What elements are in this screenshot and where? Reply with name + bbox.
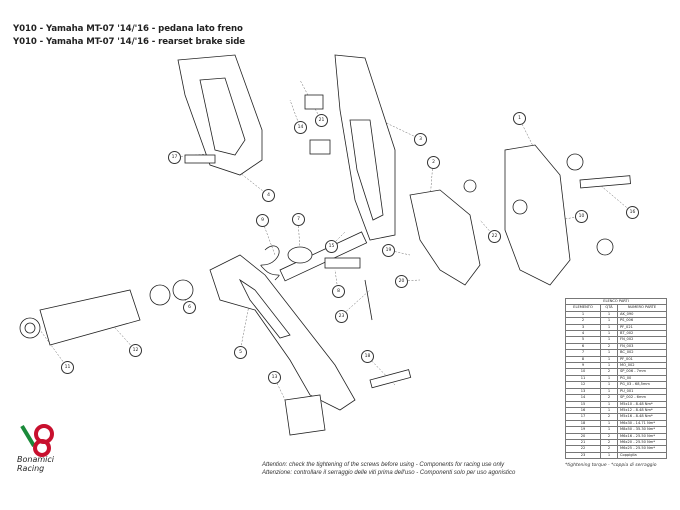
spring bbox=[260, 245, 280, 281]
torque-note: *tightening torque - *coppia di serraggi… bbox=[565, 463, 657, 469]
parts-table-title: ELENCO PARTI bbox=[565, 297, 667, 306]
callout-2: 2 bbox=[427, 156, 440, 169]
callout-16: 16 bbox=[626, 206, 639, 219]
qty-cell: 1 bbox=[600, 451, 618, 460]
callout-14: 14 bbox=[294, 121, 307, 134]
col-part-number: NUMERO PARTE bbox=[617, 304, 667, 312]
attention-en: Attention: check the tightening of the s… bbox=[262, 462, 505, 468]
part-number-cell: M6x20 - 25.50 Nm* bbox=[617, 438, 667, 447]
footpeg bbox=[19, 279, 194, 346]
title-en: Y010 - Yamaha MT-07 '14/'16 - rearset br… bbox=[13, 37, 246, 47]
callout-23: 23 bbox=[335, 310, 348, 323]
part-number-cell: M5x16 - 8.48 Nm* bbox=[617, 413, 667, 421]
callout-15: 15 bbox=[325, 240, 338, 253]
callout-17: 17 bbox=[168, 151, 181, 164]
callout-19: 19 bbox=[382, 244, 395, 257]
callout-13: 13 bbox=[268, 371, 281, 384]
callout-10: 10 bbox=[575, 210, 588, 223]
leader-lines bbox=[39, 79, 633, 411]
callout-22: 22 bbox=[488, 230, 501, 243]
part-number-cell: SP_002 - 6mm bbox=[617, 394, 667, 402]
bonamici-logo bbox=[20, 424, 54, 457]
callout-9: 9 bbox=[256, 214, 269, 227]
logo-line2: Racing bbox=[17, 464, 45, 473]
callout-5: 5 bbox=[234, 346, 247, 359]
part-number-cell: Coppiglia bbox=[617, 451, 667, 460]
element-cell: 23 bbox=[565, 451, 601, 460]
part-number-cell: M5x10 - 8.48 Nm* bbox=[617, 400, 667, 408]
attention-it: Attenzione: controllare il serraggio del… bbox=[262, 469, 516, 476]
part-number-cell: PG_03 - 68,5mm bbox=[617, 381, 667, 389]
callout-1: 1 bbox=[513, 112, 526, 125]
callout-12: 12 bbox=[129, 344, 142, 357]
callout-8: 8 bbox=[332, 285, 345, 298]
callout-11: 11 bbox=[61, 361, 74, 374]
part-number-cell: M6x30 - 14.71 Nm* bbox=[617, 419, 667, 428]
spacers bbox=[463, 153, 614, 256]
callout-7: 7 bbox=[292, 213, 305, 226]
bolts bbox=[184, 94, 631, 389]
attention-notes: Attention: check the tightening of the s… bbox=[262, 462, 554, 477]
callout-21: 21 bbox=[315, 114, 328, 127]
rubber-pedal-tip bbox=[284, 394, 326, 436]
part-number-cell: M6x25 - 25.50 Nm* bbox=[617, 445, 667, 453]
cotter-pin bbox=[364, 279, 373, 321]
callout-6: 6 bbox=[183, 301, 196, 314]
logo-line1: Bonamici bbox=[17, 455, 54, 464]
part-number-cell: SP_006 - 7mm bbox=[617, 368, 667, 376]
callout-18: 18 bbox=[361, 350, 374, 363]
rear-plate bbox=[504, 144, 571, 286]
callout-20: 20 bbox=[395, 275, 408, 288]
middle-plate bbox=[409, 189, 481, 286]
callout-4: 4 bbox=[262, 189, 275, 202]
part-number-cell: M5x12 - 8.48 Nm* bbox=[617, 406, 667, 415]
part-number-cell: M6x16 - 25.50 Nm* bbox=[617, 432, 667, 440]
callout-3: 3 bbox=[414, 133, 427, 146]
title-it: Y010 - Yamaha MT-07 '14/'16 - pedana lat… bbox=[13, 24, 243, 34]
part-number-cell: M8x50 - 35.30 Nm* bbox=[617, 426, 667, 434]
